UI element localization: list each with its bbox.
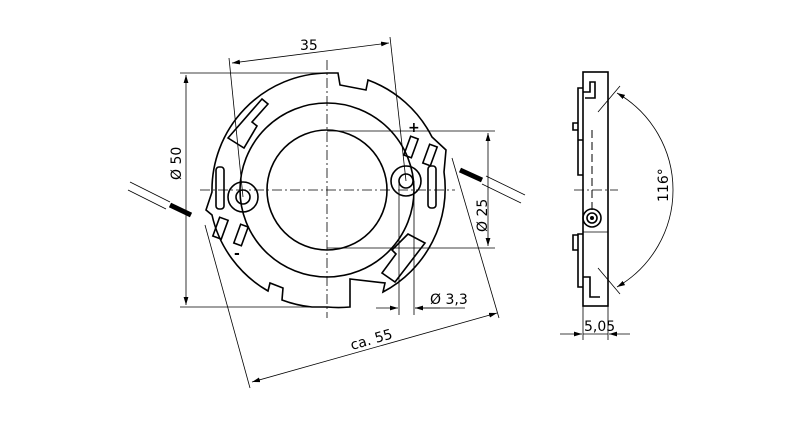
- contact-slot-left: [215, 166, 225, 210]
- dim-line-width: [231, 41, 390, 65]
- polarity-plus-label: +: [408, 120, 420, 136]
- front-view: + - Ø 50 35 Ø 25 Ø: [127, 36, 526, 389]
- dim-hole-diameter: Ø 3,3: [430, 292, 468, 308]
- slot-bottom-right: [380, 233, 427, 284]
- dim-angle: 116°: [656, 168, 672, 202]
- wire-left: [127, 181, 193, 218]
- side-tab-top: [572, 122, 583, 141]
- side-clip-top: [577, 81, 596, 176]
- terminal-left-1: [211, 216, 230, 241]
- dim-arc-angle: [616, 92, 674, 288]
- contact-slot-right: [427, 165, 437, 209]
- dim-line-overall: [251, 312, 498, 383]
- side-body: [582, 71, 609, 307]
- polarity-minus-label: -: [234, 246, 240, 262]
- wire-right: [458, 167, 526, 204]
- center-aperture: [266, 129, 388, 251]
- dim-overall: ca. 55: [349, 327, 395, 354]
- dim-inner-diameter: Ø 25: [475, 199, 491, 232]
- mounting-hole-left: [227, 181, 259, 213]
- terminal-left-2: [232, 223, 250, 247]
- side-screw: [582, 208, 602, 228]
- terminal-right-1: [402, 135, 420, 159]
- dim-thickness: 5,05: [584, 319, 615, 335]
- slot-top-left: [226, 97, 270, 150]
- side-view: 116° 5,05: [560, 71, 674, 340]
- dim-width: 35: [300, 38, 318, 54]
- side-clip-bottom: [572, 233, 600, 298]
- terminal-right-2: [421, 143, 439, 167]
- dim-outer-diameter: Ø 50: [169, 147, 185, 180]
